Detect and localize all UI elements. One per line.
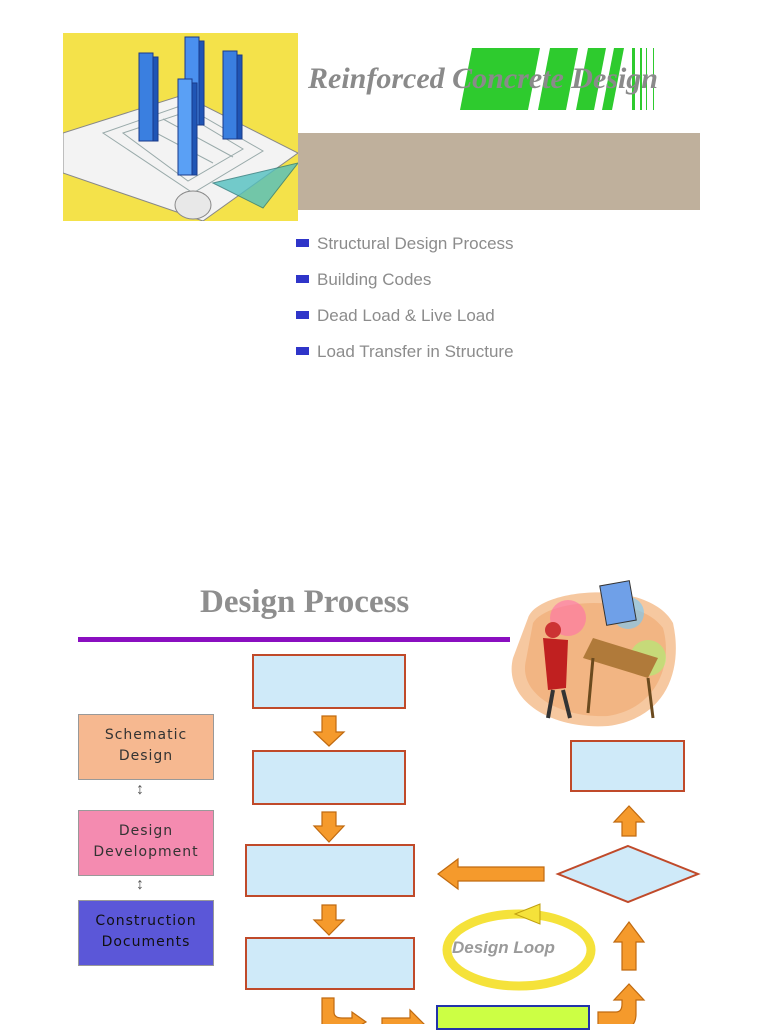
double-arrow-icon: ↕ — [136, 781, 144, 798]
down-arrow-icon — [312, 904, 346, 936]
bullet-item: Load Transfer in Structure — [296, 342, 514, 362]
double-arrow-icon: ↕ — [136, 876, 144, 893]
bullet-text: Structural Design Process — [317, 234, 514, 253]
up-arrow-icon — [612, 921, 646, 971]
hero-illustration — [63, 33, 298, 221]
bullet-square-icon — [296, 238, 309, 247]
bullet-square-icon — [296, 346, 309, 355]
flow-box — [252, 750, 406, 805]
bullet-item: Dead Load & Live Load — [296, 306, 495, 326]
title-banner — [298, 133, 700, 210]
slide-title: Reinforced Concrete Design — [308, 62, 658, 95]
bullet-square-icon — [296, 274, 309, 283]
design-loop-label: Design Loop — [452, 938, 555, 957]
elbow-arrow-icon — [321, 997, 368, 1024]
bullet-text: Building Codes — [317, 270, 432, 289]
artist-illustration — [511, 580, 676, 727]
down-arrow-icon — [312, 715, 346, 747]
down-arrow-icon — [312, 811, 346, 843]
loop-arrow-icon — [513, 903, 541, 925]
flow-box — [245, 937, 415, 990]
title-underline — [78, 637, 510, 642]
phase-line2: Development — [93, 844, 199, 860]
phase-line1: Construction — [95, 913, 197, 929]
phase-line2: Documents — [101, 934, 191, 950]
decision-diamond — [555, 844, 701, 904]
bullet-text: Load Transfer in Structure — [317, 342, 514, 361]
phase-line1: Design — [118, 823, 174, 839]
phase-line2: Design — [118, 748, 174, 764]
design-process-title: Design Process — [200, 584, 410, 620]
bullet-item: Structural Design Process — [296, 234, 514, 254]
left-arrow-icon — [437, 857, 545, 891]
bullet-square-icon — [296, 310, 309, 319]
right-arrow-icon — [381, 1008, 425, 1024]
flow-box — [252, 654, 406, 709]
flow-box-highlight — [436, 1005, 590, 1030]
phase-construction-documents: Construction Documents — [78, 900, 214, 966]
bullet-text: Dead Load & Live Load — [317, 306, 495, 325]
up-arrow-icon — [612, 805, 646, 837]
phase-line1: Schematic — [104, 727, 188, 743]
phase-design-development: Design Development — [78, 810, 214, 876]
flow-box — [245, 844, 415, 897]
phase-schematic-design: Schematic Design — [78, 714, 214, 780]
flow-box — [570, 740, 685, 792]
elbow-arrow-icon — [597, 983, 646, 1024]
bullet-item: Building Codes — [296, 270, 431, 290]
green-stripes-logo — [460, 48, 654, 110]
